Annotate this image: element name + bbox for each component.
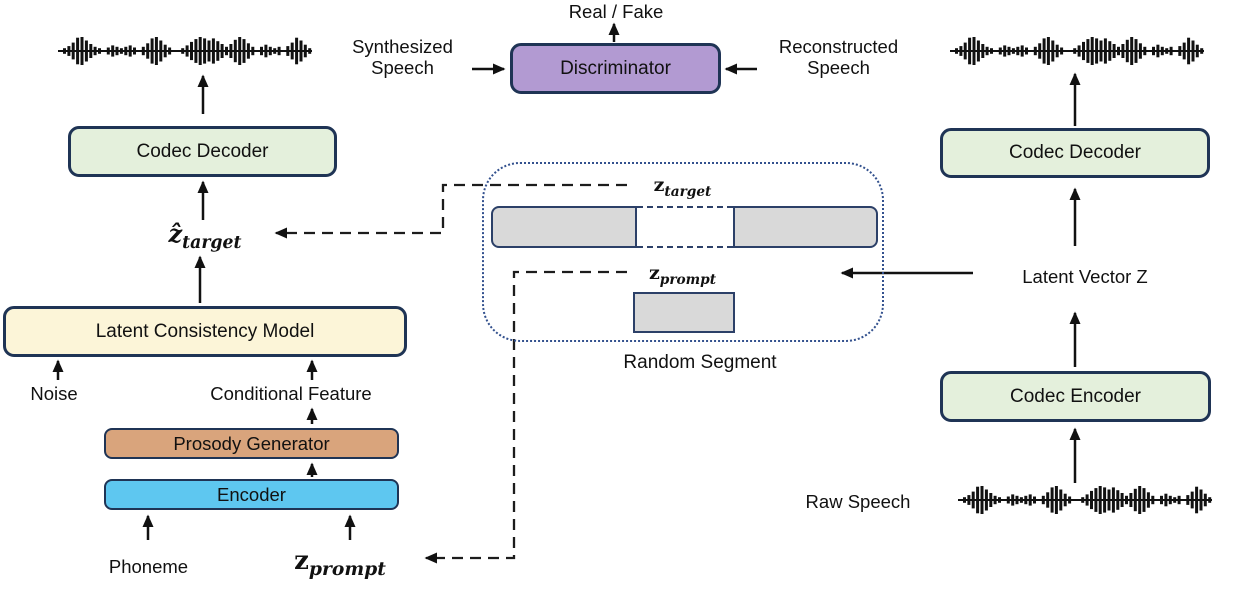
- codec-encoder-box: Codec Encoder: [940, 371, 1211, 422]
- reconstructed-speech-line1: Reconstructed: [778, 36, 899, 57]
- discriminator-box: Discriminator: [510, 43, 721, 94]
- prosody-generator-label: Prosody Generator: [173, 432, 330, 454]
- latent-segment-right: [733, 206, 878, 248]
- phoneme-label: Phoneme: [108, 556, 189, 577]
- z-target-base: z: [653, 174, 665, 196]
- discriminator-label: Discriminator: [560, 57, 671, 79]
- codec-decoder-right-label: Codec Decoder: [1008, 142, 1142, 163]
- noise-label: Noise: [30, 383, 78, 404]
- waveform-icon: [58, 37, 312, 65]
- encoder-label: Encoder: [217, 483, 286, 505]
- real-fake-label: Real / Fake: [568, 1, 664, 22]
- conditional-feature-label: Conditional Feature: [210, 383, 372, 404]
- z-target-hat-base: ẑ: [168, 219, 183, 248]
- reconstructed-speech-line2: Speech: [807, 57, 870, 78]
- codec-decoder-left-box: Codec Decoder: [68, 126, 337, 177]
- prosody-generator-box: Prosody Generator: [104, 428, 399, 459]
- latent-consistency-model-box: Latent Consistency Model: [3, 306, 407, 357]
- random-segment-label: Random Segment: [623, 352, 777, 373]
- reconstructed-speech-label: Reconstructed Speech: [760, 36, 917, 78]
- z-prompt-input-label: zprompt: [280, 546, 400, 580]
- z-target-hat-sub: target: [182, 232, 242, 253]
- z-target-hat-label: ẑtarget: [150, 219, 260, 253]
- encoder-box: Encoder: [104, 479, 399, 510]
- random-segment-frame: [482, 162, 884, 342]
- z-prompt-segment-sub: prompt: [659, 271, 717, 288]
- z-prompt-segment-label: zprompt: [630, 262, 735, 288]
- waveform-icon: [950, 37, 1204, 65]
- latent-vector-z-label: Latent Vector Z: [1022, 266, 1148, 287]
- codec-decoder-left-label: Codec Decoder: [136, 140, 269, 162]
- z-prompt-segment-base: z: [648, 262, 660, 284]
- z-prompt-input-base: z: [294, 546, 309, 576]
- synthesized-speech-line1: Synthesized: [352, 36, 453, 57]
- waveform-icon: [958, 486, 1212, 514]
- codec-decoder-right-box: Codec Decoder: [940, 128, 1210, 178]
- raw-speech-label: Raw Speech: [805, 491, 911, 512]
- latent-segment-masked: [637, 206, 733, 248]
- synthesized-speech-line2: Speech: [371, 57, 434, 78]
- z-target-sub: target: [664, 183, 712, 200]
- prompt-segment-box: [633, 292, 735, 333]
- z-target-label: ztarget: [630, 174, 735, 200]
- z-prompt-input-sub: prompt: [308, 558, 386, 581]
- synthesized-speech-label: Synthesized Speech: [335, 36, 470, 78]
- latent-consistency-model-label: Latent Consistency Model: [95, 320, 315, 342]
- codec-encoder-label: Codec Encoder: [1010, 385, 1141, 407]
- latent-segment-left: [491, 206, 637, 248]
